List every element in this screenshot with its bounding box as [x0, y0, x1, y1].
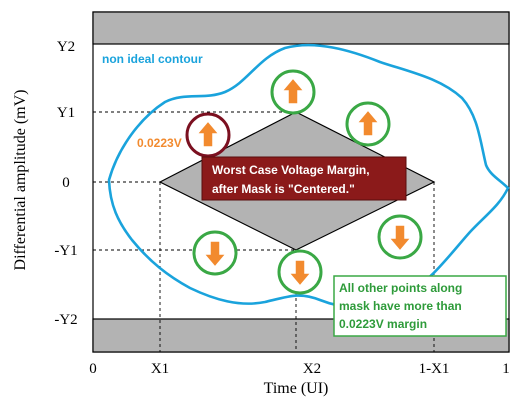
worst-case-callout: Worst Case Voltage Margin, after Mask is…	[201, 156, 407, 201]
y-tick-y2: Y2	[57, 39, 75, 55]
margin-value-label: 0.0223V	[137, 136, 182, 150]
y-tick-y1: Y1	[57, 105, 75, 121]
indicator-bottom-down	[277, 249, 323, 295]
worst-case-line-2: after Mask is "Centered."	[212, 182, 355, 196]
y-tick-neg-y2: -Y2	[54, 312, 77, 328]
x-tick-x1: X1	[151, 361, 169, 377]
indicator-top	[270, 69, 316, 115]
other-points-line-2: mask have more than	[339, 299, 462, 313]
x-axis-title: Time (UI)	[264, 380, 329, 397]
other-points-line-1: All other points along	[339, 281, 462, 295]
forbidden-band-top	[92, 11, 510, 45]
indicator-worst	[185, 112, 231, 158]
x-tick-zero: 0	[89, 361, 97, 377]
contour-label: non ideal contour	[102, 52, 203, 66]
indicator-right-down	[377, 214, 423, 260]
other-points-callout: All other points along mask have more th…	[333, 275, 507, 337]
x-tick-x2: X2	[303, 361, 321, 377]
other-points-line-3: 0.0223V margin	[339, 317, 427, 331]
non-ideal-contour	[107, 43, 510, 309]
y-axis-title: Differential amplitude (mV)	[12, 90, 29, 271]
indicator-left-down	[192, 230, 238, 276]
indicator-right-up	[345, 101, 391, 147]
worst-case-line-1: Worst Case Voltage Margin,	[212, 163, 370, 177]
x-tick-1-x1: 1-X1	[419, 361, 450, 377]
y-tick-zero: 0	[62, 175, 70, 191]
x-tick-one: 1	[502, 361, 510, 377]
y-tick-neg-y1: -Y1	[54, 243, 77, 259]
